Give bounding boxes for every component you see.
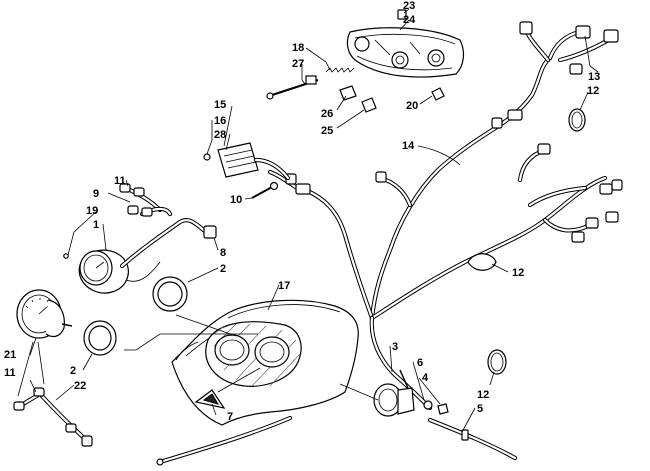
cable-tie-2 [487,349,507,375]
lower-cable [156,415,293,466]
callout-18: 18 [292,42,304,54]
decal [194,389,226,409]
tach-wiring-pigtail [13,387,93,447]
callout-19: 19 [86,205,98,217]
headlight-plug-harness [519,21,619,75]
callout-8: 8 [220,247,226,259]
gauge-retainer-ring [152,276,188,312]
callout-2-upper: 2 [220,263,226,275]
throttle-housing [373,369,415,417]
callout-16: 16 [214,115,226,127]
callout-22: 22 [74,380,86,392]
callout-leader-lines [17,8,599,433]
mounting-screw [251,181,279,199]
main-wiring-harness [267,55,608,411]
callout-20: 20 [406,100,418,112]
speedometer-cable [427,417,518,461]
tachometer-gauge [16,289,73,339]
cable-tie-3 [467,253,497,271]
bulb-clip [397,9,407,20]
callout-2-lower: 2 [70,365,76,377]
callout-13: 13 [588,71,600,83]
callout-28: 28 [214,129,226,141]
callout-5: 5 [477,403,483,415]
headlight-assembly [346,27,465,78]
instrument-hood [171,299,359,426]
callout-3: 3 [392,341,398,353]
callout-26: 26 [321,108,333,120]
callout-14: 14 [402,140,415,152]
headlight-socket [339,85,445,113]
gauge-wiring-pigtail [119,183,217,269]
callout-24: 24 [403,14,416,26]
callout-12-low: 12 [477,389,489,401]
voltage-regulator [203,142,291,181]
nut [437,403,449,415]
callout-21: 21 [4,349,16,361]
callout-10: 10 [230,194,242,206]
harness-connectors [285,109,623,243]
washer [423,400,433,410]
callout-6: 6 [417,357,423,369]
callout-15: 15 [214,99,226,111]
callout-12-top: 12 [587,85,599,97]
cable-tie [568,108,586,132]
callout-17: 17 [278,280,290,292]
callout-labels: 23 24 18 27 26 25 20 13 12 14 15 16 28 1… [4,0,600,423]
callout-25: 25 [321,125,333,137]
callout-27: 27 [292,58,304,70]
callout-1: 1 [93,219,99,231]
adjuster-screw [266,75,319,100]
speedometer-gauge [63,249,129,294]
gauge-retainer-ring-2 [83,320,117,356]
callout-7: 7 [227,411,233,423]
callout-12-mid: 12 [512,267,524,279]
callout-11-top: 11 [114,175,126,187]
callout-11-low: 11 [4,367,16,379]
callout-23: 23 [403,0,415,12]
adjuster-spring [325,67,355,73]
callout-9: 9 [93,188,99,200]
callout-4: 4 [422,372,429,384]
